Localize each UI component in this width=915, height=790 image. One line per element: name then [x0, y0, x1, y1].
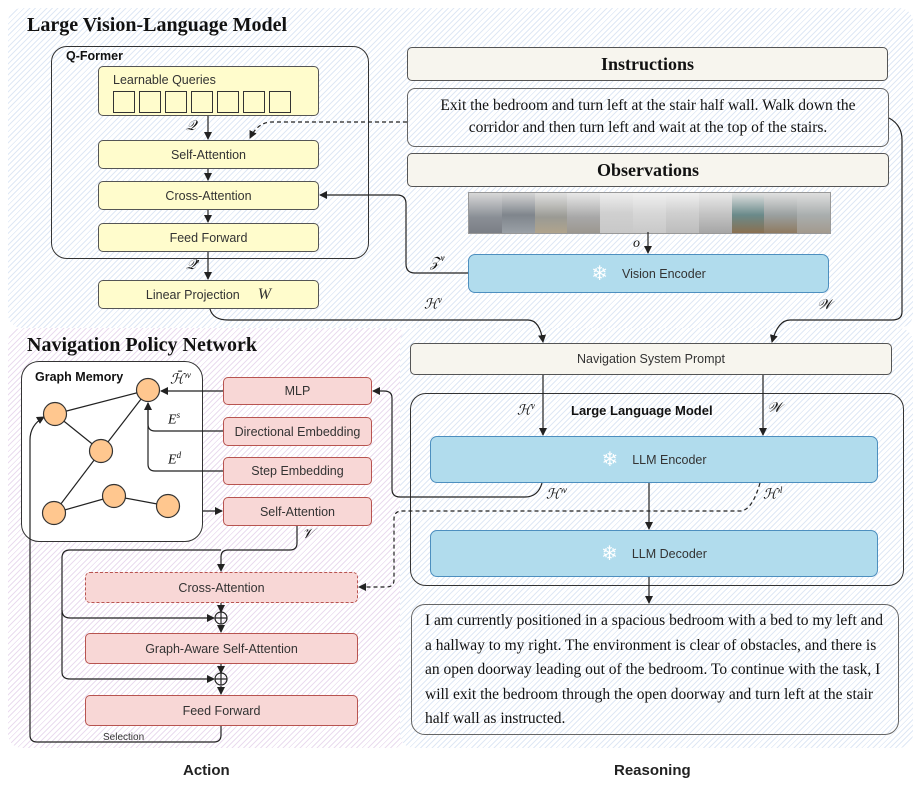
- qformer-self-attention: Self-Attention: [98, 140, 319, 169]
- graph-aware-self-attention-block: Graph-Aware Self-Attention: [85, 633, 358, 664]
- symbol-z-v: 𝒵v: [430, 253, 445, 272]
- reasoning-label: Reasoning: [614, 762, 691, 779]
- query-token-cell: [139, 91, 161, 113]
- symbol-hv-text: ℋ: [424, 297, 438, 313]
- step-embedding-block: Step Embedding: [223, 457, 372, 485]
- symbol-h-v-top: ℋv: [424, 295, 442, 314]
- policy-self-attention-block: Self-Attention: [223, 497, 372, 526]
- symbol-hv-llm-text: ℋ: [517, 403, 531, 419]
- symbol-v-calligraphic: 𝒱: [302, 527, 314, 543]
- symbol-hpv-sup: v: [562, 485, 567, 495]
- llm-label: Large Language Model: [571, 403, 713, 418]
- symbol-h-v-llm: ℋv: [517, 401, 535, 420]
- query-token-cell: [191, 91, 213, 113]
- symbol-w-top: 𝒲: [817, 298, 832, 314]
- symbol-v-text: 𝒱: [302, 527, 314, 542]
- symbol-hbar-text: ℋ̄′: [170, 372, 187, 388]
- symbol-z-text: 𝒵: [430, 255, 441, 271]
- symbol-q-text: 𝒬: [186, 119, 197, 134]
- qformer-feed-forward: Feed Forward: [98, 223, 319, 252]
- symbol-w-llm: 𝒲: [767, 401, 782, 417]
- snowflake-icon: ❄: [601, 448, 619, 471]
- vision-encoder-block: ❄ Vision Encoder: [468, 254, 829, 293]
- policy-cross-attention-block: Cross-Attention: [85, 572, 358, 603]
- instructions-text: Exit the bedroom and turn left at the st…: [407, 88, 889, 147]
- linear-projection-block: Linear Projection W: [98, 280, 319, 309]
- lvlm-title: Large Vision-Language Model: [27, 14, 288, 36]
- symbol-hv-llm-sup: v: [530, 401, 535, 411]
- symbol-es-text: E: [168, 412, 177, 428]
- panorama-observation: [468, 192, 831, 234]
- symbol-e-s: Es: [168, 410, 180, 429]
- symbol-w-llm-text: 𝒲: [767, 401, 782, 416]
- symbol-hbar-sup: v: [186, 370, 191, 380]
- selection-label: Selection: [103, 732, 145, 743]
- reasoning-output-text: I am currently positioned in a spacious …: [411, 604, 899, 735]
- llm-encoder-label: LLM Encoder: [632, 452, 707, 467]
- qformer-cross-attention: Cross-Attention: [98, 181, 319, 210]
- symbol-q: 𝒬: [186, 119, 196, 135]
- symbol-h-bar-prime-v: ℋ̄′v: [170, 370, 191, 389]
- navigation-system-prompt: Navigation System Prompt: [410, 343, 892, 375]
- symbol-hpl-sup: l: [779, 485, 783, 495]
- symbol-e-d: Ed: [168, 450, 181, 469]
- symbol-hpv-text: ℋ′: [546, 487, 563, 503]
- query-token-cell: [113, 91, 135, 113]
- llm-decoder-label: LLM Decoder: [631, 546, 707, 561]
- mlp-block: MLP: [223, 377, 372, 405]
- observations-header: Observations: [407, 153, 889, 187]
- symbol-h-prime-v: ℋ′v: [546, 485, 567, 504]
- snowflake-icon: ❄: [601, 542, 618, 565]
- policy-feed-forward-block: Feed Forward: [85, 695, 358, 726]
- linear-projection-symbol: W: [257, 285, 272, 303]
- symbol-q-prime: 𝒬′: [186, 258, 199, 274]
- learnable-queries-block: Learnable Queries: [98, 66, 319, 116]
- llm-encoder-block: ❄ LLM Encoder: [430, 436, 878, 483]
- qformer-container: [51, 46, 369, 259]
- query-tokens: [113, 91, 295, 113]
- symbol-o-text: o: [633, 236, 640, 251]
- vision-encoder-label: Vision Encoder: [621, 266, 706, 281]
- symbol-q-prime-text: 𝒬′: [186, 258, 200, 273]
- graph-memory-label: Graph Memory: [35, 370, 124, 384]
- symbol-hv-sup: v: [437, 295, 442, 305]
- symbol-ed-text: E: [168, 452, 177, 468]
- llm-decoder-block: ❄ LLM Decoder: [430, 530, 878, 577]
- symbol-z-sup: v: [440, 253, 445, 263]
- symbol-hpl-text: ℋ′: [763, 487, 780, 503]
- instructions-header: Instructions: [407, 47, 888, 81]
- symbol-ed-sup: d: [176, 450, 182, 460]
- qformer-label: Q-Former: [66, 49, 123, 63]
- snowflake-icon: ❄: [591, 262, 608, 285]
- symbol-w-text: 𝒲: [817, 298, 832, 313]
- symbol-h-prime-l: ℋ′l: [763, 485, 782, 504]
- directional-embedding-block: Directional Embedding: [223, 417, 372, 446]
- linear-projection-label: Linear Projection: [145, 287, 240, 302]
- query-token-cell: [243, 91, 265, 113]
- action-label: Action: [183, 762, 230, 779]
- learnable-queries-label: Learnable Queries: [113, 73, 216, 87]
- npn-title: Navigation Policy Network: [27, 334, 257, 356]
- query-token-cell: [165, 91, 187, 113]
- query-token-cell: [217, 91, 239, 113]
- symbol-o: o: [633, 236, 640, 252]
- symbol-es-sup: s: [176, 410, 181, 420]
- query-token-cell: [269, 91, 291, 113]
